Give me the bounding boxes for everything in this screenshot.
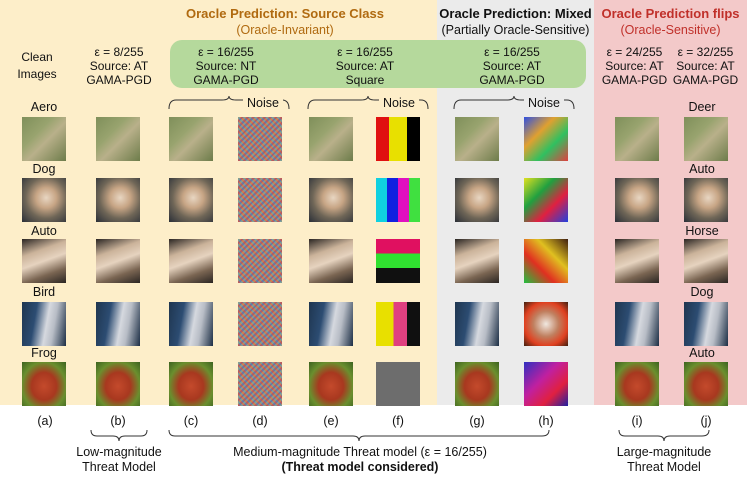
image-dog-col-e: [309, 178, 353, 222]
brace-large: [618, 429, 710, 442]
image-dog-col-j: [684, 178, 728, 222]
image-bird-col-j: [684, 302, 728, 346]
row-label-frog: Frog: [31, 346, 57, 360]
image-dog-col-b: [96, 178, 140, 222]
image-bird-col-a: [22, 302, 66, 346]
image-frog-col-e: [309, 362, 353, 406]
flip-label-4: Dog: [690, 285, 714, 299]
image-dog-col-d: [238, 178, 282, 222]
row-label-auto: Auto: [31, 224, 57, 238]
image-auto-col-g: [455, 239, 499, 283]
flip-label-5: Auto: [689, 346, 715, 360]
sub-label-e: (e): [323, 414, 339, 428]
noise-label-f: Noise: [379, 96, 419, 110]
image-bird-col-f: [376, 302, 420, 346]
noise-brace-mixed: [453, 95, 575, 110]
noise-label-d: Noise: [243, 96, 283, 110]
image-auto-col-e: [309, 239, 353, 283]
sub-label-i: (i): [631, 414, 643, 428]
image-aero-col-g: [455, 117, 499, 161]
image-aero-col-f: [376, 117, 420, 161]
sub-label-h: (h): [538, 414, 554, 428]
image-frog-col-h: [524, 362, 568, 406]
image-auto-col-f: [376, 239, 420, 283]
sub-label-f: (f): [392, 414, 404, 428]
image-frog-col-f: [376, 362, 420, 406]
image-aero-col-j: [684, 117, 728, 161]
footer-medium: Medium-magnitude Threat model (ε = 16/25…: [233, 445, 487, 474]
image-aero-col-b: [96, 117, 140, 161]
image-dog-col-c: [169, 178, 213, 222]
noise-label-h: Noise: [524, 96, 564, 110]
image-frog-col-j: [684, 362, 728, 406]
flip-label-3: Horse: [685, 224, 719, 238]
image-bird-col-g: [455, 302, 499, 346]
image-frog-col-a: [22, 362, 66, 406]
image-frog-col-g: [455, 362, 499, 406]
image-aero-col-a: [22, 117, 66, 161]
sub-label-g: (g): [469, 414, 485, 428]
flip-label-1: Deer: [688, 100, 716, 114]
mixed-title: Oracle Prediction: Mixed: [439, 6, 592, 21]
image-dog-col-h: [524, 178, 568, 222]
image-frog-col-b: [96, 362, 140, 406]
image-frog-col-i: [615, 362, 659, 406]
image-bird-col-d: [238, 302, 282, 346]
sub-label-d: (d): [252, 414, 268, 428]
source-class-subtitle: (Oracle-Invariant): [236, 23, 334, 37]
source-class-title: Oracle Prediction: Source Class: [186, 6, 384, 21]
image-aero-col-h: [524, 117, 568, 161]
image-frog-col-d: [238, 362, 282, 406]
image-bird-col-h: [524, 302, 568, 346]
image-auto-col-i: [615, 239, 659, 283]
sub-label-a: (a): [37, 414, 53, 428]
row-label-aero: Aero: [30, 100, 58, 114]
image-bird-col-b: [96, 302, 140, 346]
image-aero-col-d: [238, 117, 282, 161]
brace-medium: [168, 429, 550, 442]
row-label-bird: Bird: [32, 285, 56, 299]
image-auto-col-c: [169, 239, 213, 283]
image-dog-col-a: [22, 178, 66, 222]
mixed-subtitle: (Partially Oracle-Sensitive): [441, 23, 590, 37]
image-auto-col-a: [22, 239, 66, 283]
image-bird-col-i: [615, 302, 659, 346]
sub-label-c: (c): [183, 414, 199, 428]
image-dog-col-g: [455, 178, 499, 222]
image-aero-col-i: [615, 117, 659, 161]
sub-label-b: (b): [110, 414, 126, 428]
image-bird-col-c: [169, 302, 213, 346]
image-dog-col-i: [615, 178, 659, 222]
image-auto-col-b: [96, 239, 140, 283]
noise-brace-square: [307, 95, 429, 110]
image-dog-col-f: [376, 178, 420, 222]
image-frog-col-c: [169, 362, 213, 406]
flips-subtitle: (Oracle-Sensitive): [620, 23, 721, 37]
image-bird-col-e: [309, 302, 353, 346]
image-auto-col-d: [238, 239, 282, 283]
flips-title: Oracle Prediction flips: [601, 6, 740, 21]
image-auto-col-j: [684, 239, 728, 283]
image-auto-col-h: [524, 239, 568, 283]
medium-threat-band: [170, 40, 586, 88]
image-aero-col-c: [169, 117, 213, 161]
row-label-dog: Dog: [32, 162, 56, 176]
brace-low: [90, 429, 148, 442]
noise-brace-nt: [168, 95, 290, 110]
sub-label-j: (j): [700, 414, 712, 428]
flip-label-2: Auto: [689, 162, 715, 176]
image-aero-col-e: [309, 117, 353, 161]
